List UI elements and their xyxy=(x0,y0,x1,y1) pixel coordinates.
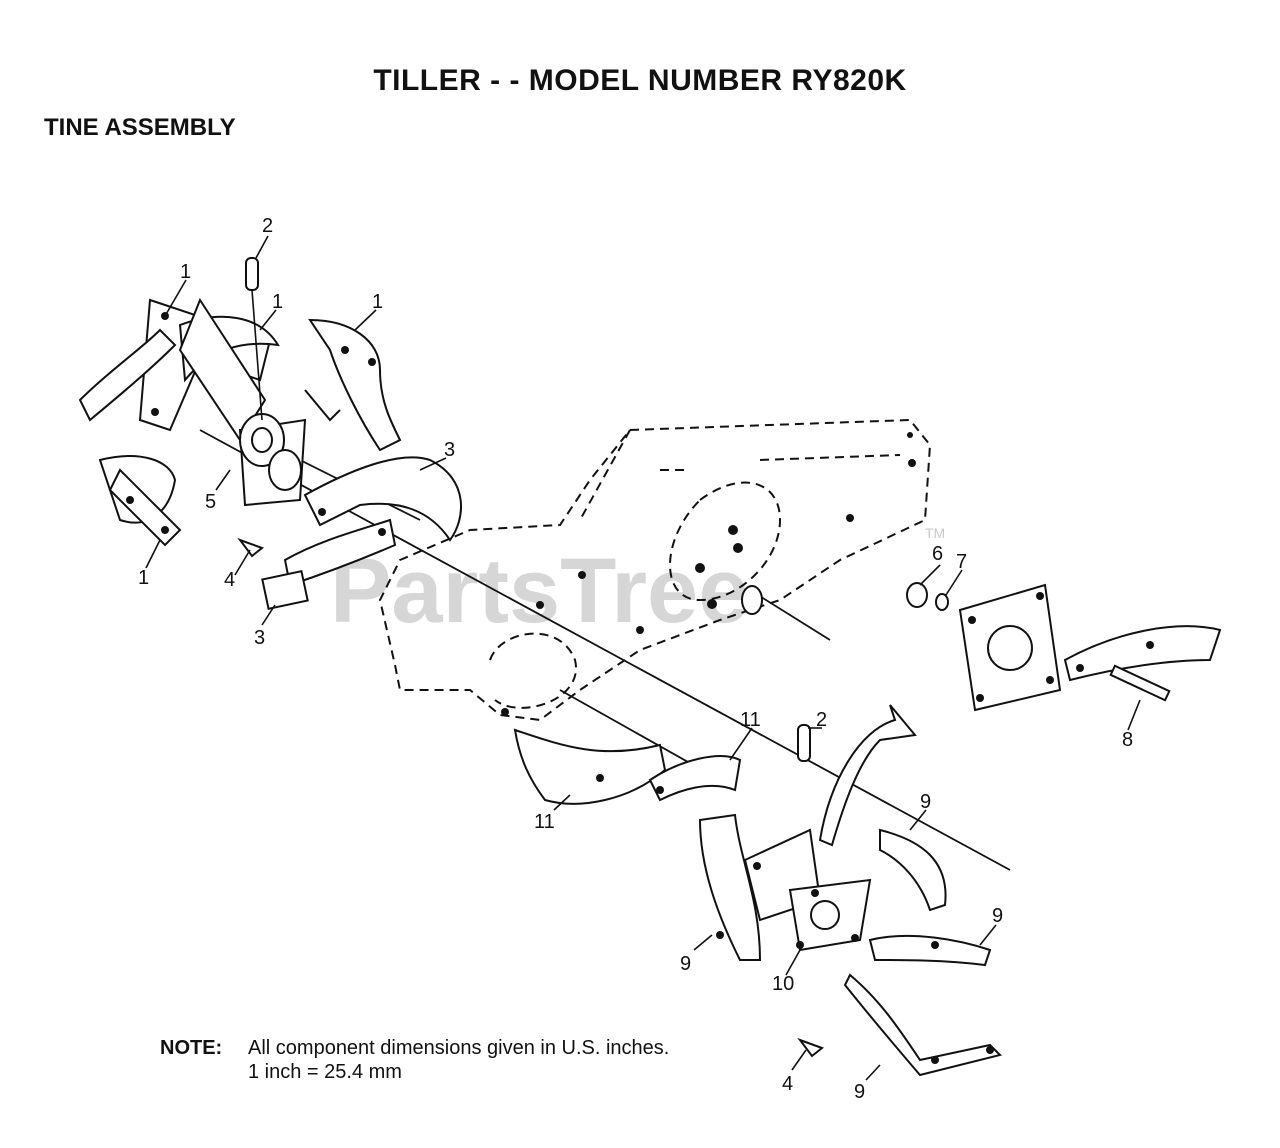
callout-5: 5 xyxy=(205,491,216,513)
right-tine-group xyxy=(513,704,1002,1077)
note-line-2: 1 inch = 25.4 mm xyxy=(248,1061,402,1083)
callout-1: 1 xyxy=(138,567,149,589)
callout-2: 2 xyxy=(816,709,827,731)
section-title: TINE ASSEMBLY xyxy=(44,114,236,141)
right-plate-group xyxy=(906,582,1222,712)
callout-4: 4 xyxy=(782,1073,793,1095)
callout-2: 2 xyxy=(262,215,273,237)
callout-10: 10 xyxy=(772,973,794,995)
dimension-note: NOTE: All component dimensions given in U… xyxy=(160,1036,669,1084)
callout-9: 9 xyxy=(992,905,1003,927)
note-label: NOTE: xyxy=(160,1037,223,1059)
callout-9: 9 xyxy=(854,1081,865,1103)
watermark-trademark: TM xyxy=(925,525,945,541)
callout-6: 6 xyxy=(932,543,943,565)
callout-4: 4 xyxy=(224,569,235,591)
callout-8: 8 xyxy=(1122,729,1133,751)
callout-9: 9 xyxy=(920,791,931,813)
note-line-1: All component dimensions given in U.S. i… xyxy=(248,1037,670,1059)
callout-1: 1 xyxy=(180,261,191,283)
callout-11: 11 xyxy=(740,709,761,731)
callout-leaders xyxy=(145,235,1141,1081)
callout-3: 3 xyxy=(254,627,265,649)
callout-1: 1 xyxy=(372,291,383,313)
callout-9: 9 xyxy=(680,953,691,975)
callout-11: 11 xyxy=(534,811,555,833)
callout-1: 1 xyxy=(272,291,283,313)
left-tine-group xyxy=(78,257,462,611)
callout-3: 3 xyxy=(444,439,455,461)
watermark: PartsTree xyxy=(330,540,749,642)
callout-labels: 1 2 1 1 3 5 4 3 1 6 7 8 11 2 11 9 9 9 10… xyxy=(138,215,1133,1103)
transmission-housing xyxy=(378,418,932,722)
callout-7: 7 xyxy=(956,551,967,573)
page-title: TILLER - - MODEL NUMBER RY820K xyxy=(373,64,907,97)
